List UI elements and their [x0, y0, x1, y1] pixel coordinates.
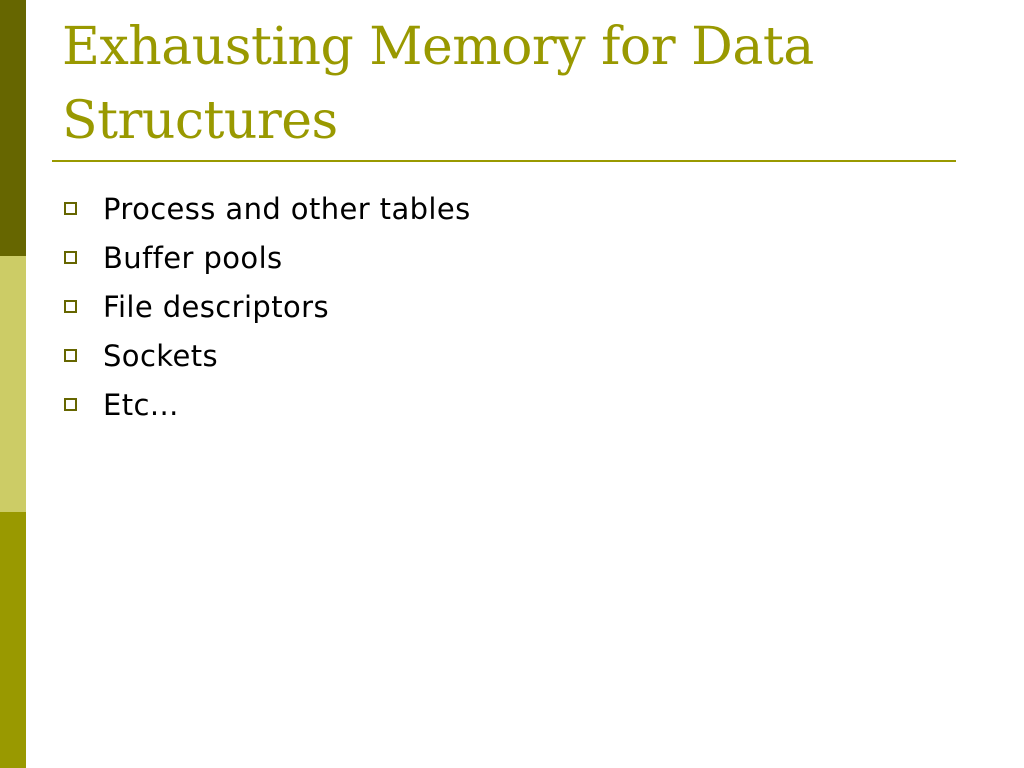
bullet-item-sockets: Sockets	[62, 331, 471, 380]
bullet-text: File descriptors	[103, 289, 329, 324]
bullet-item-file-descriptors: File descriptors	[62, 282, 471, 331]
hollow-square-bullet-icon	[64, 251, 77, 264]
bullet-item-process-tables: Process and other tables	[62, 184, 471, 233]
bullet-item-etc: Etc...	[62, 380, 471, 429]
bullet-text: Sockets	[103, 338, 218, 373]
sidebar-accent-bar	[0, 0, 26, 768]
sidebar-segment-middle	[0, 256, 26, 512]
title-divider	[52, 160, 956, 162]
bullet-item-buffer-pools: Buffer pools	[62, 233, 471, 282]
hollow-square-bullet-icon	[64, 398, 77, 411]
sidebar-segment-top	[0, 0, 26, 256]
sidebar-segment-bottom	[0, 512, 26, 768]
hollow-square-bullet-icon	[64, 202, 77, 215]
slide-title: Exhausting Memory for Data Structures	[62, 17, 814, 151]
bullet-text: Buffer pools	[103, 240, 283, 275]
bullet-text: Etc...	[103, 387, 179, 422]
bullet-list: Process and other tables Buffer pools Fi…	[62, 184, 471, 429]
bullet-text: Process and other tables	[103, 191, 471, 226]
hollow-square-bullet-icon	[64, 349, 77, 362]
hollow-square-bullet-icon	[64, 300, 77, 313]
